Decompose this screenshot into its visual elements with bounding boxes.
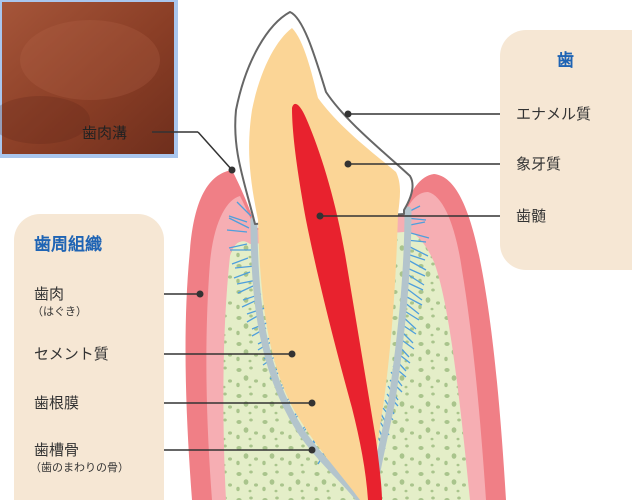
label-gingiva-sub: （はぐき） (32, 305, 87, 318)
label-gingival-sulcus: 歯肉溝 (82, 124, 127, 142)
label-alveolar-bone-sub: （歯のまわりの骨） (30, 461, 129, 474)
periodontal-heading: 歯周組織 (34, 236, 102, 254)
label-dentin: 象牙質 (516, 155, 561, 173)
tooth-heading: 歯 (557, 52, 574, 70)
label-ligament: 歯根膜 (34, 394, 79, 412)
label-alveolar-bone: 歯槽骨 (34, 441, 79, 459)
label-gingiva: 歯肉 (34, 285, 64, 303)
label-cementum: セメント質 (34, 345, 109, 363)
label-pulp: 歯髄 (516, 207, 546, 225)
label-enamel: エナメル質 (516, 105, 591, 123)
